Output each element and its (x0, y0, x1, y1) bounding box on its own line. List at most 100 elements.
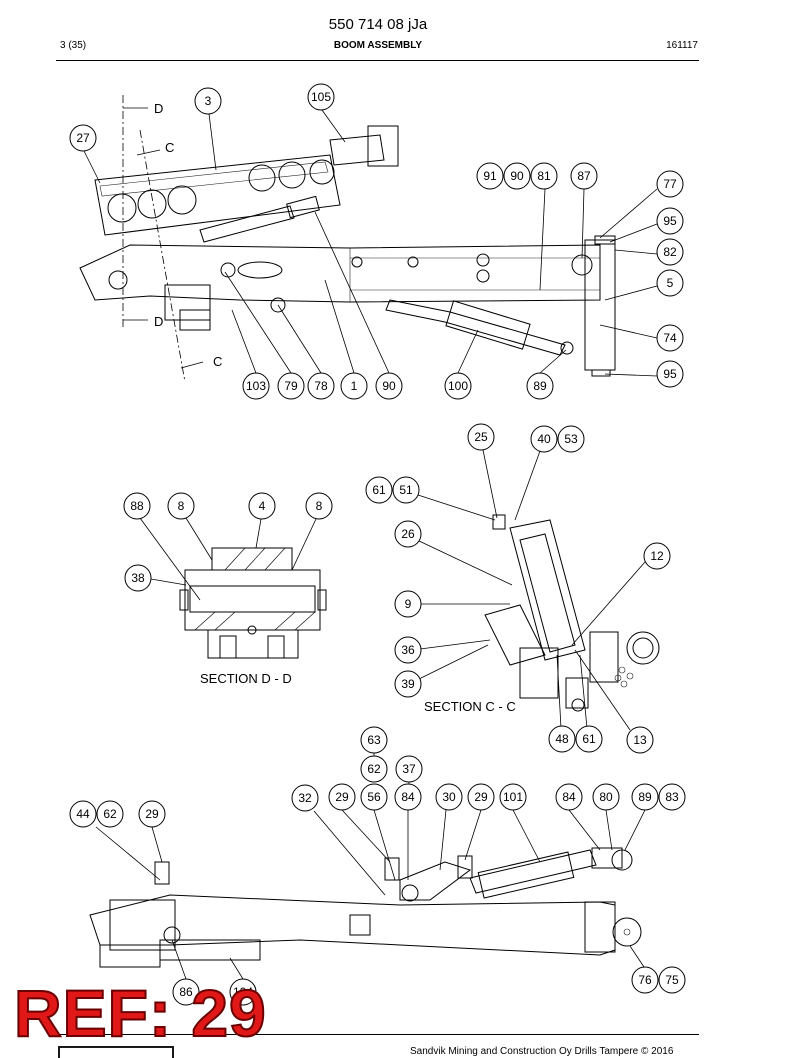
svg-text:61: 61 (582, 732, 596, 746)
page-number: 3 (35) (60, 40, 87, 51)
callout-9: 9 (394, 590, 422, 618)
callout-80: 80 (592, 783, 620, 811)
svg-text:84: 84 (401, 790, 415, 804)
callout-8b: 8 (305, 492, 333, 520)
cut-label-c-top: C (165, 140, 174, 155)
callout-12: 12 (643, 542, 671, 570)
callout-90b: 90 (375, 372, 403, 400)
callout-87: 87 (570, 162, 598, 190)
callout-90a: 90 (503, 162, 531, 190)
svg-text:103: 103 (246, 379, 266, 393)
svg-text:88: 88 (130, 499, 144, 513)
svg-text:75: 75 (665, 973, 679, 987)
svg-text:37: 37 (402, 762, 416, 776)
svg-text:62: 62 (103, 807, 117, 821)
callout-76: 76 (631, 966, 659, 994)
svg-text:91: 91 (483, 169, 497, 183)
callout-84b: 84 (555, 783, 583, 811)
svg-text:101: 101 (503, 790, 523, 804)
svg-text:13: 13 (633, 733, 647, 747)
ref-stamp: REF: 29 (13, 976, 267, 1050)
svg-text:51: 51 (399, 483, 413, 497)
svg-text:39: 39 (401, 677, 415, 691)
callout-4: 4 (248, 492, 276, 520)
callout-84a: 84 (394, 783, 422, 811)
page-title: BOOM ASSEMBLY (333, 40, 423, 51)
svg-text:90: 90 (510, 169, 524, 183)
callout-36: 36 (394, 636, 422, 664)
callout-32: 32 (291, 784, 319, 812)
callout-39: 39 (394, 670, 422, 698)
callout-63: 63 (360, 726, 388, 754)
svg-text:62: 62 (367, 762, 381, 776)
section-d-d-label: SECTION D - D (200, 671, 292, 686)
svg-text:83: 83 (665, 790, 679, 804)
cut-label-d-top: D (154, 101, 163, 116)
callout-1: 1 (340, 372, 368, 400)
callout-29b: 29 (467, 783, 495, 811)
callout-37: 37 (395, 755, 423, 783)
svg-text:95: 95 (663, 214, 677, 228)
callout-77: 77 (656, 170, 684, 198)
callout-61b: 61 (575, 725, 603, 753)
svg-text:4: 4 (259, 499, 266, 513)
svg-text:8: 8 (178, 499, 185, 513)
section-c-c-label: SECTION C - C (424, 699, 516, 714)
svg-text:61: 61 (372, 483, 386, 497)
callout-83: 83 (658, 783, 686, 811)
date-code: 161117 (666, 40, 698, 51)
svg-text:32: 32 (298, 791, 312, 805)
callout-89b: 89 (631, 783, 659, 811)
callout-100: 100 (444, 372, 472, 400)
svg-text:80: 80 (599, 790, 613, 804)
svg-text:29: 29 (474, 790, 488, 804)
callout-79: 79 (277, 372, 305, 400)
header-rule (56, 60, 699, 61)
boom-top-view (79, 95, 616, 383)
svg-text:87: 87 (577, 169, 591, 183)
callout-group-top: 3 105 27 91 90 81 87 77 95 82 5 74 95 10… (69, 83, 684, 400)
svg-text:27: 27 (76, 131, 90, 145)
callout-75: 75 (658, 966, 686, 994)
callout-29a: 29 (328, 783, 356, 811)
cut-label-c-bottom: C (213, 354, 222, 369)
callout-105: 105 (307, 83, 335, 111)
svg-text:74: 74 (663, 331, 677, 345)
section-d-d-drawing (179, 547, 327, 659)
svg-text:100: 100 (448, 379, 468, 393)
callout-78: 78 (307, 372, 335, 400)
callout-62a: 62 (360, 755, 388, 783)
svg-text:8: 8 (316, 499, 323, 513)
svg-text:3: 3 (205, 94, 212, 108)
callout-group-section-c: 25 40 53 61 51 26 12 9 36 39 48 61 13 (365, 423, 671, 754)
callout-86: 86 (172, 978, 200, 1006)
svg-text:38: 38 (131, 571, 145, 585)
svg-text:40: 40 (537, 432, 551, 446)
callout-38: 38 (124, 564, 152, 592)
callout-91: 91 (476, 162, 504, 190)
callout-26: 26 (394, 520, 422, 548)
svg-text:1: 1 (351, 379, 358, 393)
callout-95b: 95 (656, 360, 684, 388)
cut-label-d-bottom: D (154, 314, 163, 329)
svg-text:29: 29 (145, 807, 159, 821)
svg-text:12: 12 (650, 549, 664, 563)
callout-74: 74 (656, 324, 684, 352)
section-c-c-drawing (484, 514, 660, 712)
svg-text:78: 78 (314, 379, 328, 393)
svg-text:82: 82 (663, 245, 677, 259)
svg-text:53: 53 (564, 432, 578, 446)
callout-27: 27 (69, 124, 97, 152)
svg-text:44: 44 (76, 807, 90, 821)
footer-copyright: Sandvik Mining and Construction Oy Drill… (410, 1046, 674, 1057)
svg-text:29: 29 (335, 790, 349, 804)
svg-text:5: 5 (667, 276, 674, 290)
svg-text:84: 84 (562, 790, 576, 804)
callout-81: 81 (530, 162, 558, 190)
callout-103: 103 (242, 372, 270, 400)
svg-text:48: 48 (555, 732, 569, 746)
svg-text:9: 9 (405, 597, 412, 611)
callout-3: 3 (194, 87, 222, 115)
svg-text:86: 86 (179, 985, 193, 999)
